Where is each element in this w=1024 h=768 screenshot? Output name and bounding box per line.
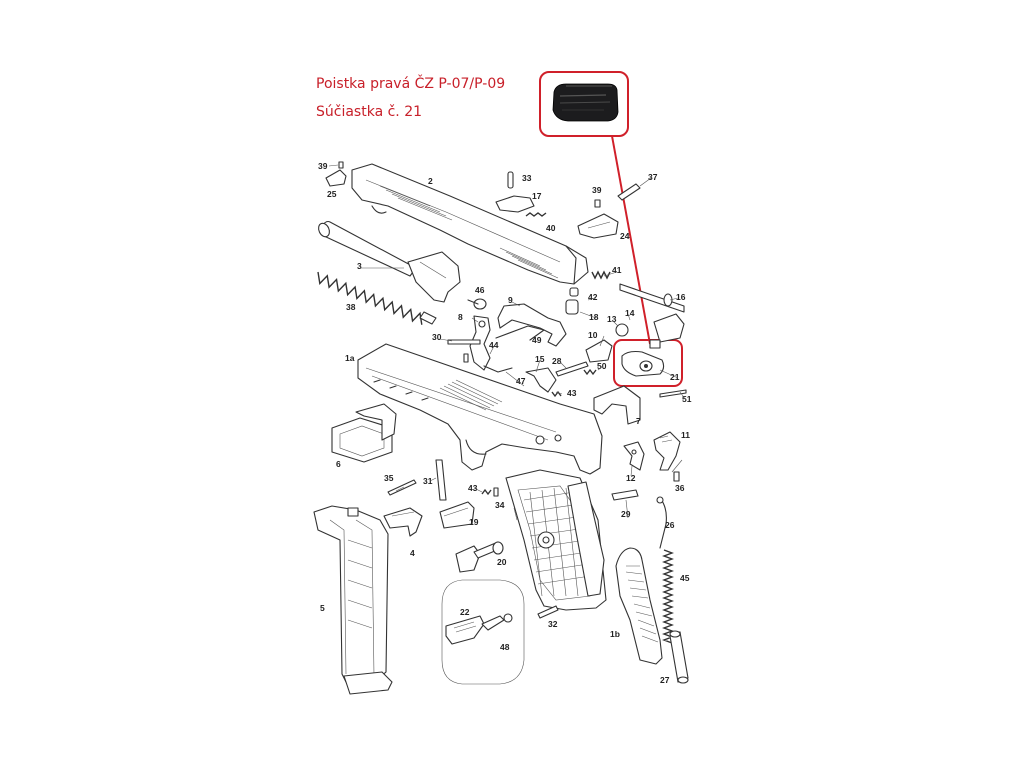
label-47: 47: [516, 376, 526, 386]
label-39: 39: [318, 161, 328, 171]
label-11: 11: [681, 430, 690, 440]
grip-panel: [505, 469, 607, 611]
label-6: 6: [336, 459, 341, 469]
label-31: 31: [423, 476, 433, 486]
label-44: 44: [489, 340, 499, 350]
label-8: 8: [458, 312, 463, 322]
part-36: [673, 471, 680, 482]
label-17: 17: [532, 191, 542, 201]
spring-45: [662, 549, 674, 644]
label-21: 21: [670, 372, 680, 382]
part-21-photo: [552, 83, 619, 122]
hammer-spring-guide: [659, 497, 667, 549]
label-16: 16: [676, 292, 686, 302]
label-1b: 1b: [610, 629, 620, 639]
label-46: 46: [475, 285, 485, 295]
label-50: 50: [597, 361, 607, 371]
label-3: 3: [357, 261, 362, 271]
label-43-lower: 43: [468, 483, 478, 493]
magazine-5: [313, 505, 393, 695]
label-20: 20: [497, 557, 507, 567]
label-39-front: 39: [592, 185, 602, 195]
part-number-caption: Súčiastka č. 21: [316, 104, 423, 120]
label-5: 5: [320, 603, 325, 613]
label-22: 22: [460, 607, 470, 617]
label-45: 45: [680, 573, 690, 583]
label-26: 26: [665, 520, 675, 530]
label-14: 14: [625, 308, 635, 318]
label-32: 32: [548, 619, 558, 629]
pin-35: [387, 479, 417, 496]
pin-31: [435, 459, 447, 501]
slide-stop-19: [439, 501, 475, 529]
trigger-bar-group: [467, 287, 579, 347]
trigger-part: [447, 315, 491, 371]
label-48: 48: [500, 642, 510, 652]
label-7: 7: [636, 416, 641, 426]
label-38: 38: [346, 302, 356, 312]
label-15: 15: [535, 354, 545, 364]
spring-49: [495, 325, 545, 341]
label-19: 19: [469, 517, 479, 527]
label-25: 25: [327, 189, 337, 199]
label-29: 29: [621, 509, 631, 519]
hammer-block-group: [585, 313, 685, 363]
part-21-drawing: [621, 350, 665, 377]
label-49: 49: [532, 335, 542, 345]
part-labels: 39 25 2 33 17 40 39 37 24 3 41 38 46 9 4…: [318, 161, 692, 685]
label-12: 12: [626, 473, 636, 483]
label-37: 37: [648, 172, 658, 182]
pin-29: [611, 489, 639, 501]
sear-group: [483, 361, 597, 393]
pin-27: [669, 630, 689, 684]
label-30: 30: [432, 332, 442, 342]
label-36: 36: [675, 483, 685, 493]
label-51: 51: [682, 394, 692, 404]
product-title: Poistka pravá ČZ P-07/P-09: [316, 76, 506, 92]
label-9: 9: [508, 295, 513, 305]
label-41: 41: [612, 265, 622, 275]
backstrap-1b: [615, 547, 663, 665]
hammer-group: [623, 431, 681, 471]
label-27: 27: [660, 675, 670, 685]
front-sight-part: [577, 199, 619, 239]
label-10: 10: [588, 330, 598, 340]
rear-sight-part: [325, 161, 347, 187]
label-1a: 1a: [345, 353, 355, 363]
label-40: 40: [546, 223, 556, 233]
recoil-spring: [317, 271, 437, 325]
part-4: [383, 507, 423, 537]
label-24: 24: [620, 231, 630, 241]
spring-43a: [551, 390, 562, 398]
label-13: 13: [607, 314, 617, 324]
inset-22-48: [441, 579, 525, 685]
label-43: 43: [567, 388, 577, 398]
spring-43b: [481, 488, 492, 496]
label-34: 34: [495, 500, 505, 510]
label-2: 2: [428, 176, 433, 186]
label-33: 33: [522, 173, 532, 183]
takedown-20: [455, 541, 504, 573]
part-21-highlight-box: [613, 339, 683, 387]
label-28: 28: [552, 356, 562, 366]
callout-connector-line: [611, 135, 651, 345]
pin-34: [493, 487, 499, 497]
pin-51: [659, 389, 687, 398]
leader-lines: [328, 164, 687, 521]
slide-part: [351, 163, 589, 285]
barrel-part: [318, 220, 461, 303]
frame-part: [357, 343, 603, 475]
firing-pin-group: [591, 270, 685, 313]
housing-7: [593, 385, 641, 425]
locking-insert-6: [331, 403, 397, 463]
label-4: 4: [410, 548, 415, 558]
pin-32: [537, 605, 559, 619]
part-21-callout: [539, 71, 683, 387]
label-35: 35: [384, 473, 394, 483]
label-42: 42: [588, 292, 598, 302]
pin-37: [617, 183, 641, 201]
extractor-group: [495, 171, 547, 217]
